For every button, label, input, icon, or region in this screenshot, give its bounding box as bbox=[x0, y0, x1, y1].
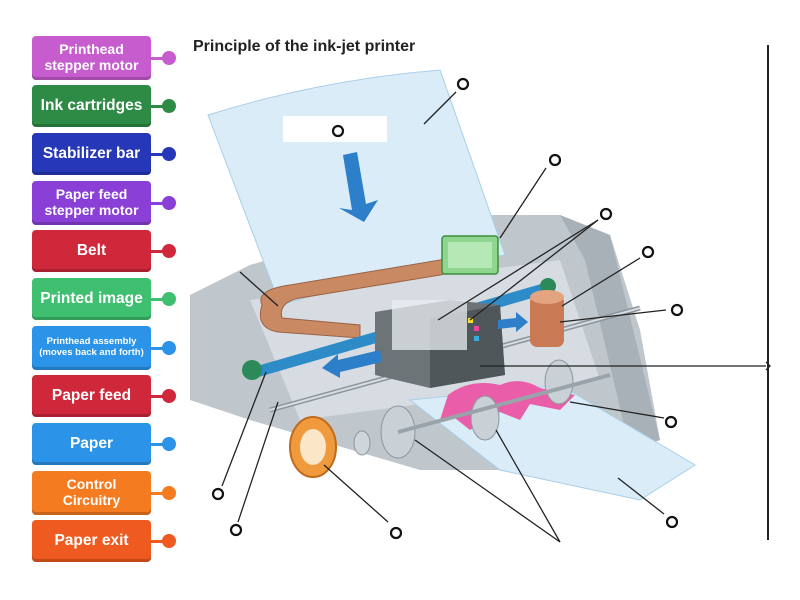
label-text: Printhead assembly (moves back and forth… bbox=[39, 336, 144, 358]
tile-handle-dot[interactable] bbox=[162, 244, 176, 258]
label-text: Paper feed bbox=[51, 387, 132, 405]
roller-middle bbox=[470, 395, 500, 441]
tile-handle-dot[interactable] bbox=[162, 99, 176, 113]
pointer-lines bbox=[221, 91, 766, 543]
tile-connector bbox=[151, 153, 165, 156]
drop-target-6[interactable] bbox=[670, 303, 684, 317]
drop-target-7[interactable] bbox=[664, 415, 678, 429]
drop-target-4[interactable] bbox=[599, 207, 613, 221]
label-text: Stabilizer bar bbox=[42, 145, 141, 163]
drop-target-8[interactable] bbox=[211, 487, 225, 501]
label-text: Printed image bbox=[40, 290, 143, 308]
label-tile-ink-cartridges[interactable]: Ink cartridges bbox=[32, 85, 151, 127]
diagram-title: Principle of the ink-jet printer bbox=[193, 38, 416, 55]
printhead-motor-face bbox=[300, 429, 326, 465]
label-tile-printhead-stepper-motor[interactable]: Printhead stepper motor bbox=[32, 36, 151, 80]
drop-target-9[interactable] bbox=[229, 523, 243, 537]
drop-target-3[interactable] bbox=[548, 153, 562, 167]
printhead-assembly bbox=[375, 300, 505, 388]
tile-handle-dot[interactable] bbox=[162, 389, 176, 403]
feed-arrow-icon bbox=[339, 152, 378, 222]
label-text: Ink cartridges bbox=[40, 97, 143, 115]
tile-connector bbox=[151, 105, 165, 108]
tile-connector bbox=[151, 57, 165, 60]
tile-connector bbox=[151, 492, 165, 495]
label-tile-printed-image[interactable]: Printed image bbox=[32, 278, 151, 320]
label-tile-control-circuitry[interactable]: Control Circuitry bbox=[32, 471, 151, 515]
tile-handle-dot[interactable] bbox=[162, 196, 176, 210]
tile-connector bbox=[151, 347, 165, 350]
paper-feed-motor-top bbox=[530, 290, 564, 304]
gear-small bbox=[353, 430, 371, 456]
label-text: Belt bbox=[76, 242, 107, 260]
tile-handle-dot[interactable] bbox=[162, 292, 176, 306]
input-paper bbox=[207, 69, 506, 306]
drop-target-1[interactable] bbox=[456, 77, 470, 91]
paper-feed-motor bbox=[530, 295, 564, 347]
tile-handle-dot[interactable] bbox=[162, 147, 176, 161]
circuit-board-inner bbox=[448, 242, 492, 268]
ribbon-cable bbox=[259, 247, 496, 339]
tile-connector bbox=[151, 395, 165, 398]
label-bank: Printhead stepper motor Ink cartridges S… bbox=[0, 0, 190, 600]
tile-connector bbox=[151, 540, 165, 543]
tile-handle-dot[interactable] bbox=[162, 486, 176, 500]
belt-pulley-right bbox=[540, 278, 556, 294]
tile-handle-dot[interactable] bbox=[162, 341, 176, 355]
label-tile-paper[interactable]: Paper bbox=[32, 423, 151, 465]
label-tile-paper-feed-stepper-motor[interactable]: Paper feed stepper motor bbox=[32, 181, 151, 225]
tile-handle-dot[interactable] bbox=[162, 437, 176, 451]
roller-shaft bbox=[397, 373, 611, 434]
drop-targets[interactable] bbox=[211, 77, 684, 540]
label-tile-stabilizer-bar[interactable]: Stabilizer bar bbox=[32, 133, 151, 175]
tile-connector bbox=[151, 202, 165, 205]
tile-handle-dot[interactable] bbox=[162, 534, 176, 548]
label-tile-paper-feed[interactable]: Paper feed bbox=[32, 375, 151, 417]
label-text: Paper bbox=[69, 435, 114, 453]
right-divider-line bbox=[767, 45, 769, 540]
left-arrow-icon bbox=[322, 350, 382, 378]
label-tile-printhead-assembly[interactable]: Printhead assembly (moves back and forth… bbox=[32, 326, 151, 370]
drop-target-11[interactable] bbox=[665, 515, 679, 529]
drop-target-10[interactable] bbox=[389, 526, 403, 540]
label-text: Control Circuitry bbox=[62, 476, 121, 508]
tile-connector bbox=[151, 443, 165, 446]
drop-target-5[interactable] bbox=[641, 245, 655, 259]
label-tile-belt[interactable]: Belt bbox=[32, 230, 151, 272]
label-tile-paper-exit[interactable]: Paper exit bbox=[32, 520, 151, 562]
label-text: Paper exit bbox=[54, 532, 129, 550]
belt-pulley-left bbox=[242, 360, 262, 380]
right-arrow-icon bbox=[498, 312, 528, 332]
tile-handle-dot[interactable] bbox=[162, 51, 176, 65]
drop-target-2[interactable] bbox=[331, 124, 345, 138]
tile-connector bbox=[151, 250, 165, 253]
tile-connector bbox=[151, 298, 165, 301]
roller-right bbox=[544, 359, 574, 405]
label-text: Printhead stepper motor bbox=[44, 41, 139, 73]
label-text: Paper feed stepper motor bbox=[44, 186, 139, 218]
